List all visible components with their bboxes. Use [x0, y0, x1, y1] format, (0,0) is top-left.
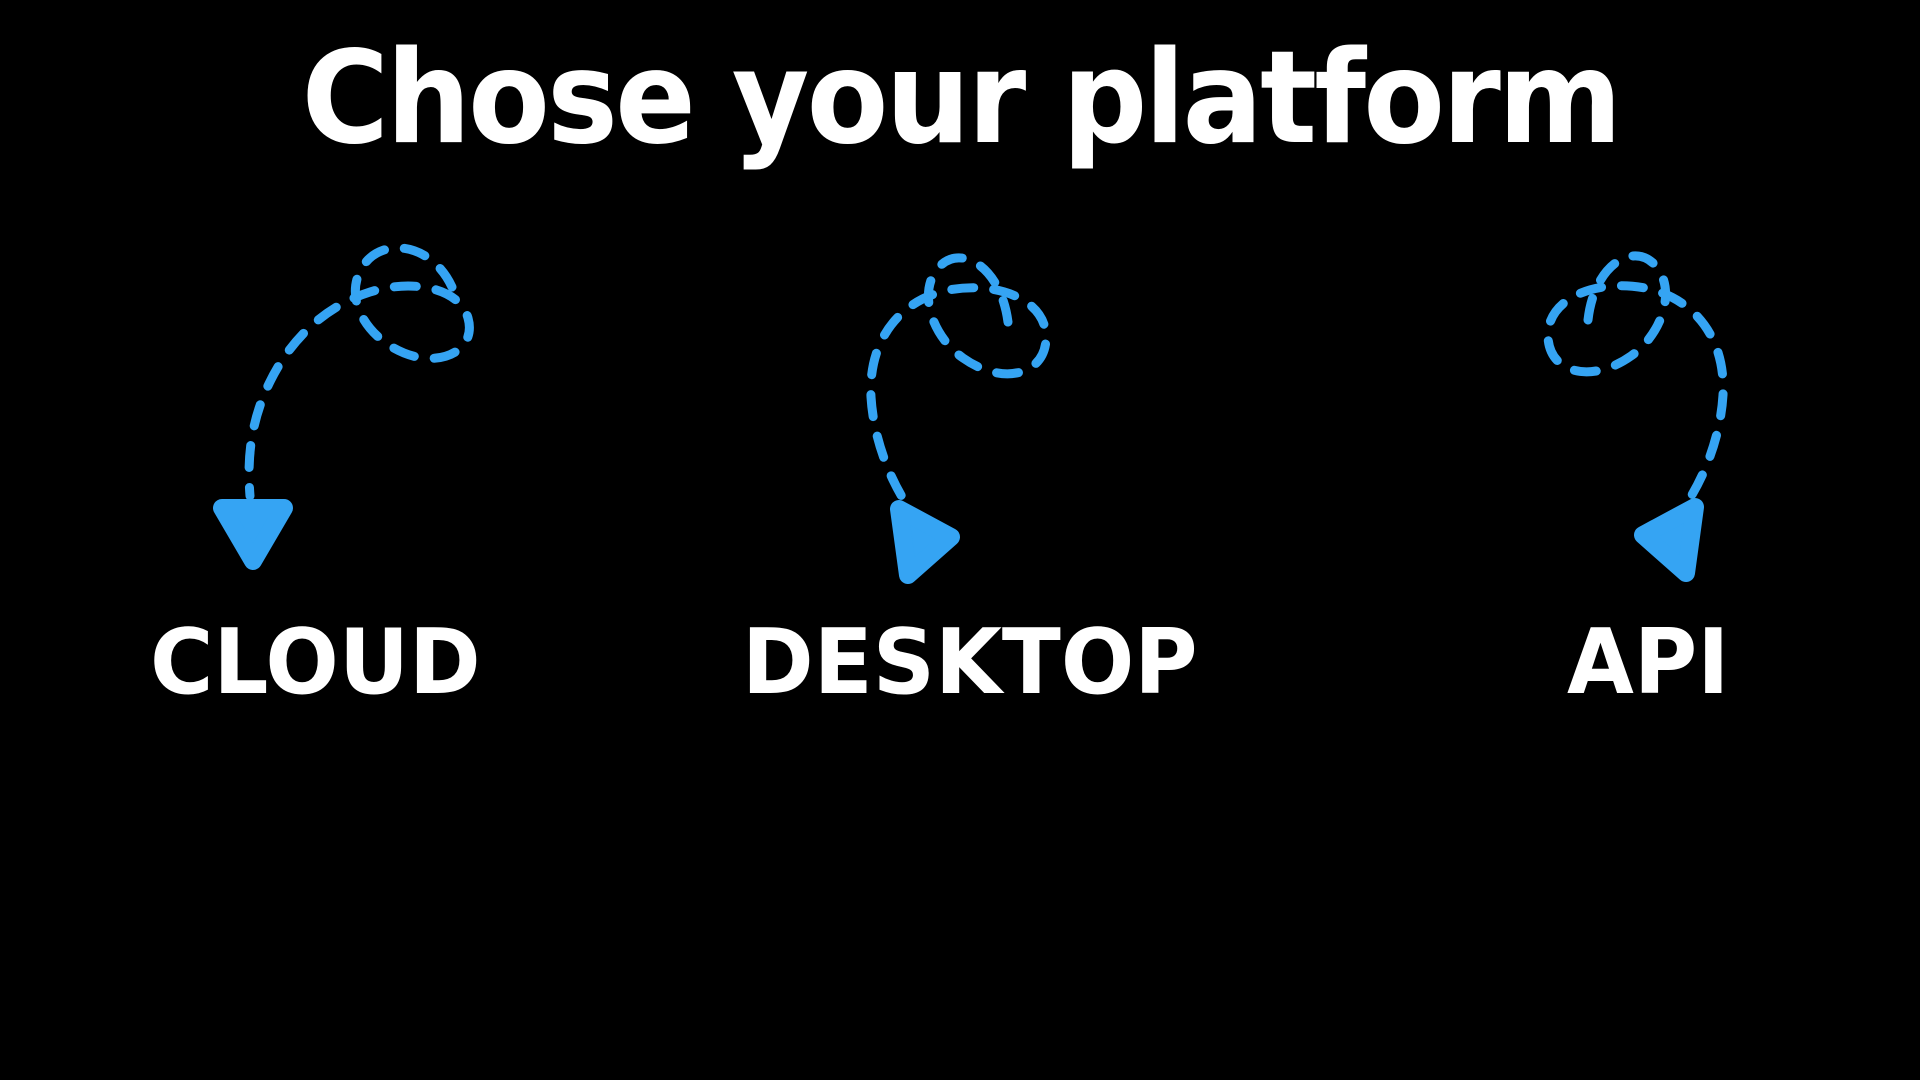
platform-option-api-label: API [1567, 610, 1730, 715]
arrowhead-icon [890, 500, 960, 584]
curly-dashed-arrow-down-left-icon-path [866, 253, 1051, 528]
platform-option-desktop[interactable]: DESKTOP [742, 618, 1198, 708]
platform-option-api[interactable]: API [1567, 618, 1729, 708]
arrowhead-icon [213, 499, 293, 570]
curly-dashed-arrow-down-icon [213, 243, 474, 570]
platform-option-desktop-label: DESKTOP [742, 610, 1198, 715]
curly-dashed-arrow-down-icon-path [244, 243, 474, 501]
platform-option-cloud-label: CLOUD [150, 610, 481, 715]
curly-dashed-arrow-down-left-icon [866, 253, 1051, 584]
curly-dashed-arrow-down-right-icon [1543, 251, 1728, 582]
curly-dashed-arrow-down-right-icon-path [1543, 251, 1728, 526]
arrowhead-icon [1634, 498, 1704, 582]
platform-option-cloud[interactable]: CLOUD [150, 618, 481, 708]
